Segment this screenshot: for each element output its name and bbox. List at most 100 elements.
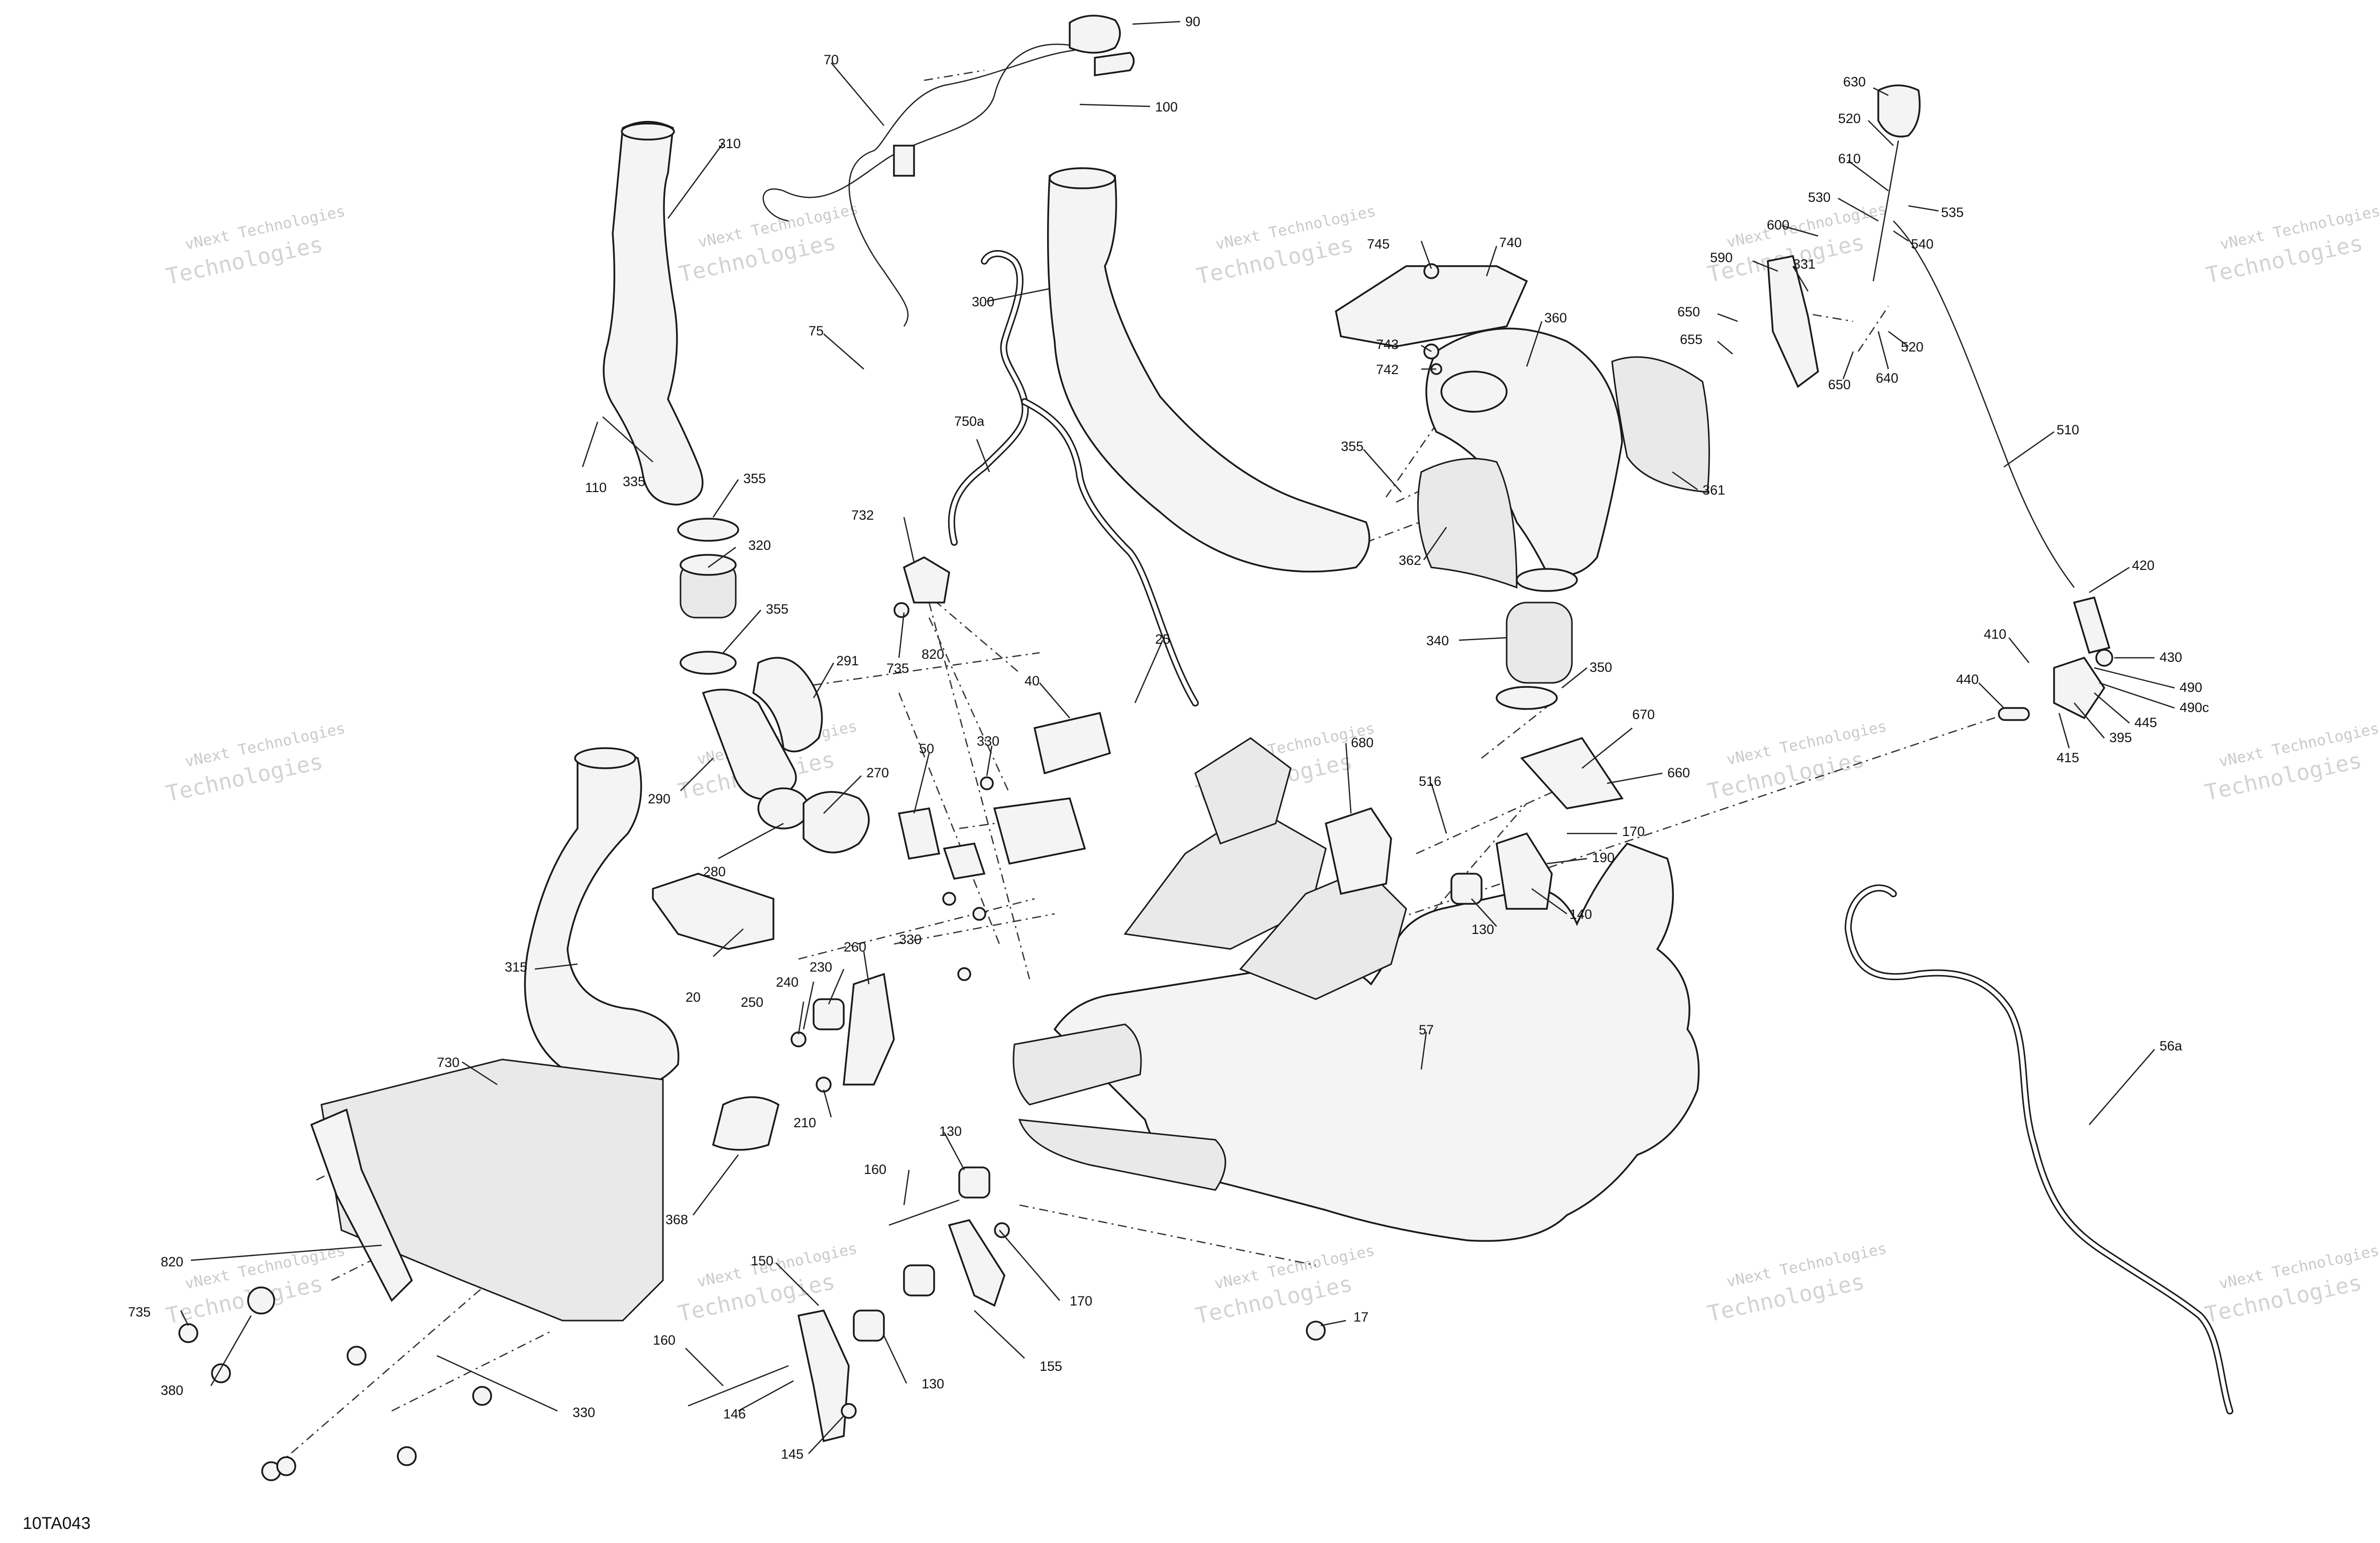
callout-label: 57 [1419,1022,1434,1037]
plate-730 [320,1058,664,1322]
duct-310 [603,121,704,506]
callout-label: 270 [866,765,889,780]
callout-label: 368 [665,1212,688,1227]
nut [994,1222,1010,1238]
callout-label: 742 [1376,362,1399,377]
fastener [893,602,910,618]
callout-label: 520 [1838,111,1861,126]
bushing-380 [247,1286,275,1315]
callout-label: 680 [1351,735,1374,750]
callout-label: 510 [2057,422,2079,437]
callout-label: 250 [741,995,763,1010]
callout-label: 70 [824,52,839,67]
bracket-140 [1496,832,1553,910]
nut [347,1346,367,1366]
connector [893,145,915,177]
leader-lines [180,21,2175,1454]
nut [472,1386,492,1406]
callout-label: 140 [1569,907,1592,922]
callout-label: 660 [1667,765,1690,780]
callout-label: 650 [1828,377,1851,392]
switch-lever [1094,52,1135,77]
callout-label: 630 [1843,74,1866,89]
callout-label: 335 [623,474,645,489]
callout-label: 320 [748,538,771,553]
callout-label: 640 [1876,371,1898,386]
callout-label: 330 [573,1405,595,1420]
plug-17 [1306,1321,1326,1341]
callout-label: 100 [1155,99,1178,114]
duct-290 [702,688,797,800]
plate-50 [897,807,941,860]
parts-artwork [178,15,2233,1481]
callout-label: 745 [1367,236,1390,252]
switch-housing [1069,15,1121,54]
callout-label: 600 [1767,217,1789,232]
nut-250 [790,1031,807,1047]
bracket-20 [652,873,774,950]
bracket-740 [1335,265,1528,347]
callout-label: 145 [781,1447,804,1462]
clamp-280 [757,787,810,829]
callout-label: 25 [1155,632,1170,647]
callout-label: 650 [1677,304,1700,319]
callout-label: 445 [2134,715,2157,730]
callout-label: 535 [1941,205,1964,220]
callout-label: 670 [1632,707,1655,722]
callout-label: 516 [1419,774,1441,789]
callout-label: 291 [836,653,859,668]
callout-label: 820 [922,647,944,662]
callout-label: 290 [648,791,670,806]
callout-label: 820 [161,1254,183,1269]
callout-label: 310 [718,136,741,151]
cylinder-front [1239,868,1407,1000]
callout-label: 340 [1426,633,1449,648]
module-40 [1033,711,1111,775]
nut-430 [2095,649,2113,667]
callout-label: 110 [585,480,607,495]
callout-label: 146 [723,1406,746,1421]
callout-label: 735 [886,661,909,676]
callout-label: 90 [1185,14,1200,29]
callout-label: 230 [810,960,832,975]
callout-label: 530 [1808,190,1831,205]
callout-label: 170 [1070,1293,1092,1309]
callout-labels: 90 70 100 75 310 300 110 335 355 320 355… [128,14,2209,1462]
callout-label: 190 [1592,850,1615,865]
module [993,797,1086,865]
callout-label: 56a [2160,1038,2183,1053]
callout-label: 655 [1680,332,1703,347]
screw [972,907,986,921]
nut [841,1403,857,1419]
callout-label: 130 [922,1376,944,1391]
callout-label: 520 [1901,339,1923,354]
callout-label: 130 [939,1124,962,1139]
duct-opening [1049,167,1116,189]
clamp-355b [679,651,737,675]
callout-label: 160 [653,1333,675,1348]
filter-340 [1506,602,1573,684]
callout-label: 415 [2057,750,2079,765]
coupler-rim [679,554,737,576]
callout-label: 331 [1793,257,1816,272]
arm-395 [2053,656,2106,720]
fastener [1423,263,1439,279]
bolt-210 [816,1077,832,1093]
callout-label: 330 [899,932,922,947]
callout-label: 380 [161,1383,183,1398]
cvt-cover [1018,1119,1226,1191]
bushing-230 [813,998,845,1030]
callout-label: 40 [1025,673,1040,688]
pin-440 [1998,707,2030,721]
callout-label: 170 [1622,824,1645,839]
bushing-130 [958,1166,990,1199]
callout-label: 732 [851,508,874,523]
callout-label: 540 [1911,236,1934,252]
callout-label: 355 [743,471,766,486]
callout-label: 430 [2160,650,2182,665]
lever-590 [1767,255,1819,388]
duct-300 [1047,167,1371,573]
duct-opening [621,123,675,141]
callout-label: 743 [1376,337,1399,352]
callout-label: 20 [686,990,701,1005]
